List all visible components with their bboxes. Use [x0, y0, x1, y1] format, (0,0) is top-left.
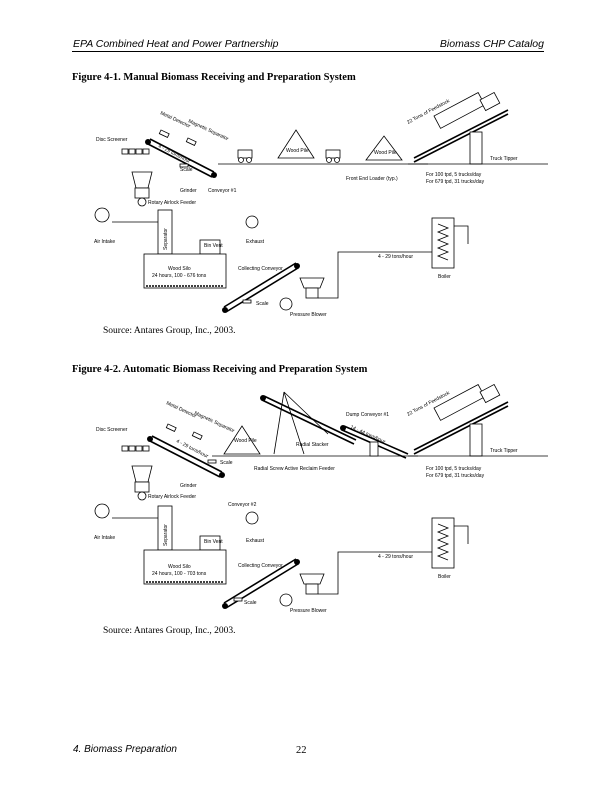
- fig1-front-end-loader-label: Front End Loader (typ.): [346, 176, 398, 182]
- fig2-wood-pile-label: Wood Pile: [234, 438, 257, 444]
- figure1-source: Source: Antares Group, Inc., 2003.: [103, 326, 236, 336]
- fig1-scale-top: [179, 163, 189, 168]
- fig2-conveyor2-label: Conveyor #2: [228, 502, 257, 508]
- fig2-separator-label: Separator: [163, 524, 169, 546]
- header-right: Biomass CHP Catalog: [439, 38, 544, 50]
- fig1-magnetic-separator: [185, 137, 197, 146]
- fig1-magnetic-separator-label: Magnetic Separator: [187, 118, 229, 142]
- fig2-wood-pile: [223, 425, 261, 455]
- fig1-wood-pile-2: [365, 135, 403, 161]
- fig2-disc-screener-label: Disc Screener: [96, 427, 128, 433]
- fig2-grinder-label: Grinder: [180, 483, 197, 489]
- fig2-truck-tipper-label: Truck Tipper: [490, 448, 518, 454]
- fig1-metal-detector: [158, 129, 170, 138]
- fig2-magnetic-separator: [191, 431, 203, 440]
- fig1-rotary-airlock: [137, 197, 147, 207]
- fig2-wood-silo: [143, 549, 227, 585]
- header-divider: [72, 51, 544, 52]
- fig1-boiler-rate: 4 - 29 tons/hour: [378, 254, 413, 260]
- fig1-scale-bottom: [242, 299, 252, 304]
- fig2-scale-bottom-label: Scale: [244, 600, 257, 606]
- fig1-wood-pile-2-label: Wood Pile: [374, 150, 397, 156]
- fig1-pressure-blower: [279, 277, 325, 311]
- fig2-magnetic-separator-label: Magnetic Separator: [193, 410, 235, 434]
- fig2-metal-detector-label: Metal Detector: [165, 400, 197, 419]
- fig2-exhaust-fan: [245, 511, 259, 525]
- fig1-air-intake-label: Air Intake: [94, 239, 115, 245]
- fig1-belt-rate: 4 - 29 tons/hour: [157, 143, 191, 164]
- fig2-boiler-rate: 4 - 29 tons/hour: [378, 554, 413, 560]
- fig1-front-end-loader-1: [237, 149, 253, 163]
- fig1-separator-label: Separator: [163, 228, 169, 250]
- fig2-radial-stacker-label: Radial Stacker: [296, 442, 329, 448]
- fig2-air-intake: [94, 503, 110, 519]
- fig2-pressure-blower-label: Pressure Blower: [290, 608, 327, 614]
- fig1-silo-capacity: 24 hours, 100 - 676 tons: [152, 273, 207, 279]
- fig1-scale-top-label: Scale: [180, 167, 193, 173]
- fig1-conveyor1-label: Conveyor #1: [208, 188, 237, 194]
- fig2-air-intake-label: Air Intake: [94, 535, 115, 541]
- fig1-disc-screener-label: Disc Screener: [96, 137, 128, 143]
- fig1-trucks-679: For 679 tpd, 31 trucks/day: [426, 179, 485, 185]
- fig2-disc-screener: [121, 445, 150, 452]
- fig2-rotary-airlock: [137, 491, 147, 501]
- fig1-wood-silo-label: Wood Silo: [168, 266, 191, 272]
- figure2-source: Source: Antares Group, Inc., 2003.: [103, 626, 236, 636]
- fig1-truck-tipper-label: Truck Tipper: [490, 156, 518, 162]
- fig1-collecting-conveyor: [222, 262, 300, 313]
- fig1-bin-vent-label: Bin Vent: [204, 243, 223, 249]
- fig2-scale-top-label: Scale: [220, 460, 233, 466]
- fig1-exhaust-label: Exhaust: [246, 239, 265, 245]
- fig2-truck-tipper: [408, 401, 548, 457]
- fig2-radial-screw-label: Radial Screw Active Reclaim Feeder: [254, 466, 335, 472]
- fig1-main-belt: [145, 138, 217, 178]
- fig2-rotary-airlock-label: Rotary Airlock Feeder: [148, 494, 196, 500]
- fig1-exhaust-fan: [245, 215, 259, 229]
- fig1-pressure-blower-label: Pressure Blower: [290, 312, 327, 318]
- fig2-metal-detector: [165, 423, 177, 432]
- figure1-diagram: Disc Screener Metal Detector Magnetic Se…: [94, 92, 548, 318]
- fig1-wood-pile-1-label: Wood Pile: [286, 148, 309, 154]
- fig1-trucks-100: For 100 tpd, 5 trucks/day: [426, 172, 482, 178]
- fig1-truck: [433, 92, 501, 129]
- fig1-boiler: [431, 217, 469, 269]
- fig2-collecting-conveyor: [222, 558, 300, 609]
- figure2-title: Figure 4-2. Automatic Biomass Receiving …: [72, 364, 368, 375]
- fig2-dump-conveyor-label: Dump Conveyor #1: [346, 412, 389, 418]
- fig1-truck-tipper: [408, 109, 548, 165]
- fig1-rotary-airlock-label: Rotary Airlock Feeder: [148, 200, 196, 206]
- fig2-scale-bottom: [233, 597, 243, 602]
- fig1-scale-bottom-label: Scale: [256, 301, 269, 307]
- fig2-collecting-conveyor-label: Collecting Conveyor: [238, 563, 283, 569]
- fig2-scale-top: [207, 459, 217, 464]
- fig1-collecting-conveyor-label: Collecting Conveyor: [238, 266, 283, 272]
- fig1-disc-screener: [121, 148, 150, 155]
- fig2-trucks-679: For 679 tpd, 31 trucks/day: [426, 473, 485, 479]
- figure2-diagram: Disc Screener Metal Detector Magnetic Se…: [94, 384, 548, 614]
- fig1-grinder: [131, 171, 153, 199]
- fig1-wood-silo: [143, 253, 227, 289]
- fig1-grinder-label: Grinder: [180, 188, 197, 194]
- fig2-radial-stacker: [260, 391, 357, 455]
- fig1-air-intake: [94, 207, 110, 223]
- header-left: EPA Combined Heat and Power Partnership: [73, 38, 279, 50]
- fig2-wood-silo-label: Wood Silo: [168, 564, 191, 570]
- figure1-title: Figure 4-1. Manual Biomass Receiving and…: [72, 72, 356, 83]
- fig2-bin-vent-label: Bin Vent: [204, 539, 223, 545]
- fig1-boiler-label: Boiler: [438, 274, 451, 280]
- fig2-pressure-blower: [279, 573, 325, 607]
- fig1-metal-detector-label: Metal Detector: [159, 110, 191, 129]
- fig2-grinder: [131, 465, 153, 493]
- fig2-silo-capacity: 24 hours, 100 - 703 tons: [152, 571, 207, 577]
- fig2-main-belt: [147, 435, 225, 478]
- page-number: 22: [296, 745, 307, 756]
- footer-section: 4. Biomass Preparation: [73, 744, 177, 755]
- fig1-wood-pile-1: [277, 129, 315, 159]
- fig2-boiler-label: Boiler: [438, 574, 451, 580]
- fig1-front-end-loader-2: [325, 149, 341, 163]
- fig2-exhaust-label: Exhaust: [246, 538, 265, 544]
- fig2-truck: [433, 384, 501, 421]
- fig2-trucks-100: For 100 tpd, 5 trucks/day: [426, 466, 482, 472]
- fig2-boiler: [431, 517, 469, 569]
